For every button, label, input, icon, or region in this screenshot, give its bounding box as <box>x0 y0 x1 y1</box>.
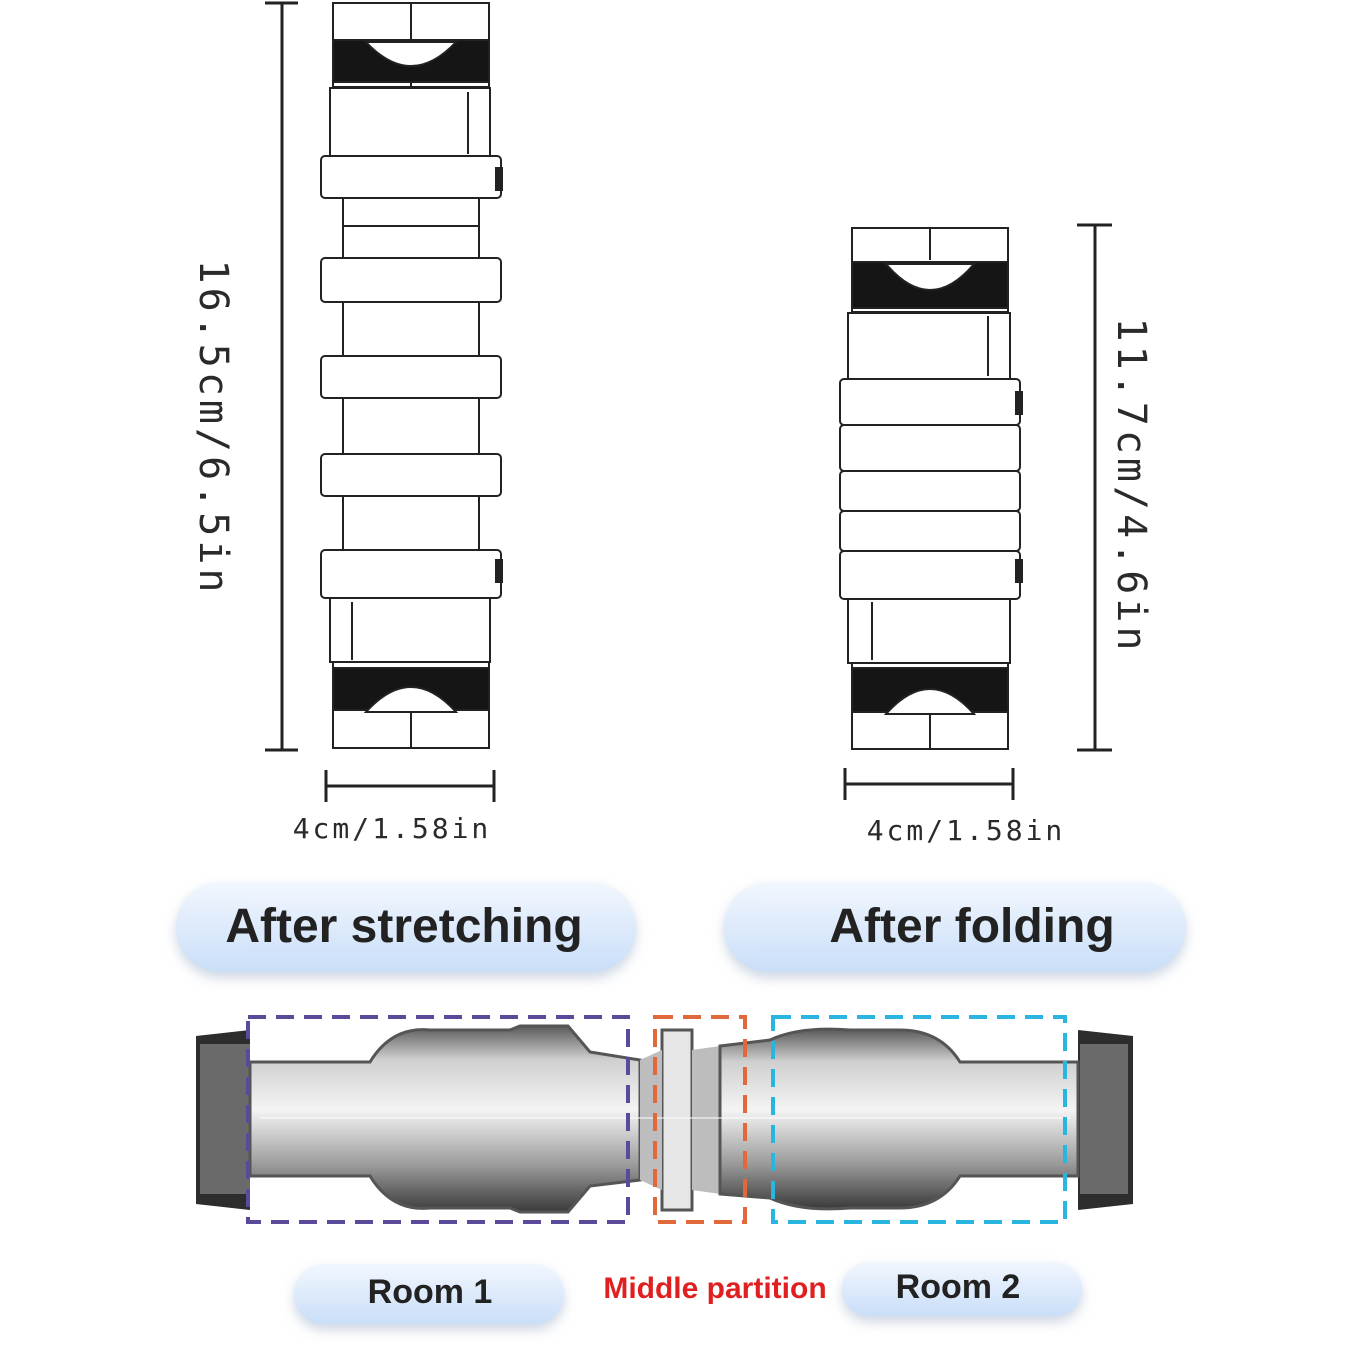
middle-partition-outline <box>653 1015 747 1224</box>
room1-pill <box>294 1264 564 1324</box>
stretched-height-label: 16.5cm/6.5in <box>190 260 236 597</box>
middle-partition-label: Middle partition <box>603 1272 826 1305</box>
folded-bottle <box>839 227 1023 750</box>
stretched-width-dimension <box>324 770 496 802</box>
folded-width-dimension <box>843 768 1015 800</box>
stretching-caption: After stretching <box>225 900 582 953</box>
stretched-width-label: 4cm/1.58in <box>293 812 492 845</box>
room1-outline <box>246 1015 630 1224</box>
room1-label: Room 1 <box>368 1273 493 1311</box>
folded-height-dimension <box>1077 223 1112 752</box>
folding-caption: After folding <box>829 900 1114 953</box>
stretched-height-dimension <box>265 1 298 752</box>
folding-caption-pill <box>724 882 1186 972</box>
folded-width-label: 4cm/1.58in <box>867 814 1066 847</box>
room2-outline <box>771 1015 1067 1224</box>
cross-section <box>196 1024 1133 1214</box>
stretching-caption-pill <box>176 882 636 972</box>
room2-pill <box>842 1262 1082 1316</box>
room2-label: Room 2 <box>896 1268 1021 1306</box>
stretched-bottle <box>320 2 503 749</box>
folded-height-label: 11.7cm/4.6in <box>1108 318 1154 655</box>
